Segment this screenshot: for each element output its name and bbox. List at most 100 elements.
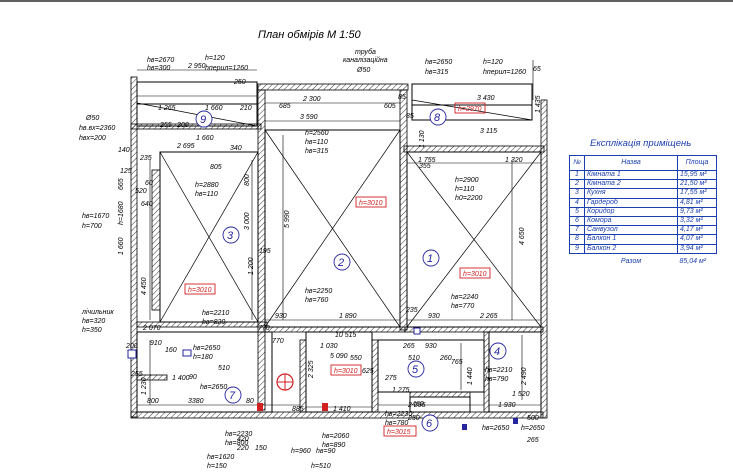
svg-text:235: 235 [405, 307, 418, 314]
svg-text:60: 60 [145, 180, 153, 187]
svg-text:hв=2210: hв=2210 [485, 367, 512, 374]
svg-text:160: 160 [165, 347, 177, 354]
svg-text:910: 910 [150, 340, 162, 347]
svg-text:1 660: 1 660 [118, 237, 125, 255]
svg-text:80: 80 [246, 398, 254, 405]
svg-text:h=110: h=110 [455, 186, 474, 193]
svg-text:1 660: 1 660 [196, 135, 214, 142]
ceiling-height-3: h=3010 [188, 287, 212, 294]
svg-text:3 115: 3 115 [480, 128, 497, 135]
total-value: 85,04 м² [679, 257, 707, 265]
svg-text:150: 150 [255, 445, 267, 452]
svg-text:1 410: 1 410 [333, 406, 351, 413]
svg-text:520: 520 [135, 188, 147, 195]
svg-text:2 295: 2 295 [407, 402, 426, 409]
svg-text:hперил=1260: hперил=1260 [483, 69, 526, 76]
svg-text:90: 90 [189, 374, 197, 381]
svg-text:hв=2230: hв=2230 [225, 431, 252, 438]
svg-text:1 400: 1 400 [172, 375, 190, 382]
svg-text:140: 140 [118, 147, 130, 154]
svg-text:hв=315: hв=315 [305, 148, 328, 155]
svg-text:hв=790: hв=790 [485, 376, 508, 383]
svg-text:h=120: h=120 [205, 55, 225, 62]
annotations: hв=2670 hв=300 h=120 hперил=1260 труба к… [79, 48, 545, 470]
svg-text:hв=760: hв=760 [305, 297, 328, 304]
svg-text:930: 930 [275, 313, 287, 320]
svg-text:685: 685 [279, 103, 291, 110]
svg-text:275: 275 [384, 375, 397, 382]
svg-text:550: 550 [350, 355, 362, 362]
svg-text:770: 770 [258, 325, 270, 332]
svg-text:hв=2240: hв=2240 [451, 294, 478, 301]
svg-text:hв=315: hв=315 [425, 69, 448, 76]
balcony-outlines [136, 81, 533, 127]
svg-text:340: 340 [230, 145, 242, 152]
svg-text:hв=320: hв=320 [82, 318, 105, 325]
row-name: Гардероб [584, 197, 678, 208]
internal-walls [136, 89, 544, 413]
svg-text:1 660: 1 660 [205, 105, 223, 112]
svg-text:510: 510 [218, 365, 230, 372]
svg-text:каналізаційна: каналізаційна [343, 56, 388, 64]
row-name: Кімната 1 [584, 169, 678, 181]
svg-text:hв=90: hв=90 [316, 448, 336, 455]
svg-text:4 450: 4 450 [141, 277, 148, 295]
svg-text:250: 250 [407, 415, 420, 422]
svg-text:h=350: h=350 [82, 327, 102, 334]
svg-text:hв=2250: hв=2250 [305, 288, 332, 295]
svg-text:2 950: 2 950 [187, 63, 206, 70]
svg-text:hв=890: hв=890 [322, 442, 345, 449]
svg-text:2 325: 2 325 [308, 360, 315, 379]
svg-text:h=1680: h=1680 [118, 201, 125, 225]
room-diagonals [136, 99, 542, 328]
total-label: Разом [620, 257, 642, 265]
dimension-lines [137, 60, 541, 408]
row-number: 9 [569, 243, 585, 254]
svg-text:h=150: h=150 [207, 463, 227, 470]
row-name: Комора [584, 215, 678, 227]
svg-text:Ø50: Ø50 [356, 67, 370, 74]
ceiling-height-8: h=2970 [458, 106, 482, 113]
svg-text:hв=1670: hв=1670 [82, 213, 109, 220]
svg-text:лічильник: лічильник [81, 308, 114, 316]
svg-text:hв=820: hв=820 [202, 319, 225, 326]
svg-text:355: 355 [419, 163, 431, 170]
svg-text:235: 235 [139, 155, 152, 162]
ceiling-height-6: h=3015 [387, 429, 411, 436]
total-spacer [570, 253, 585, 270]
svg-text:5 990: 5 990 [284, 210, 291, 228]
row-number: 6 [569, 215, 585, 227]
dimension-labels: 2 950 1 265 1 660 2 300 3 590 3 430 3 11… [118, 63, 542, 452]
row-number: 8 [569, 234, 585, 245]
svg-text:2 265: 2 265 [479, 313, 498, 320]
svg-text:3 590: 3 590 [300, 114, 318, 121]
room-number-2: 2 [337, 257, 344, 269]
svg-text:hперил=1260: hперил=1260 [205, 65, 248, 72]
explication-title: Експлікація приміщень [590, 138, 692, 149]
svg-text:Ø50: Ø50 [85, 115, 99, 122]
svg-text:800: 800 [244, 174, 251, 186]
row-name: Коридор [584, 206, 678, 217]
svg-text:265: 265 [402, 343, 415, 350]
svg-text:1 890: 1 890 [339, 313, 357, 320]
room-markers: 1 2 3 4 5 6 7 8 9 [195, 108, 507, 432]
svg-text:1 930: 1 930 [498, 402, 516, 409]
svg-text:885: 885 [292, 406, 304, 413]
row-number: 7 [569, 225, 585, 236]
row-area: 9,73 м² [677, 206, 717, 217]
svg-text:930: 930 [428, 313, 440, 320]
plan-title: План обмірів М 1:50 [258, 29, 362, 41]
row-name: Балкон 1 [584, 234, 678, 245]
svg-text:1 200: 1 200 [248, 257, 255, 275]
svg-text:hв=110: hв=110 [195, 191, 218, 198]
column-header-number: № [569, 155, 585, 171]
svg-text:930: 930 [425, 343, 437, 350]
svg-text:hв=780: hв=780 [385, 420, 408, 427]
svg-text:4 650: 4 650 [519, 227, 526, 245]
